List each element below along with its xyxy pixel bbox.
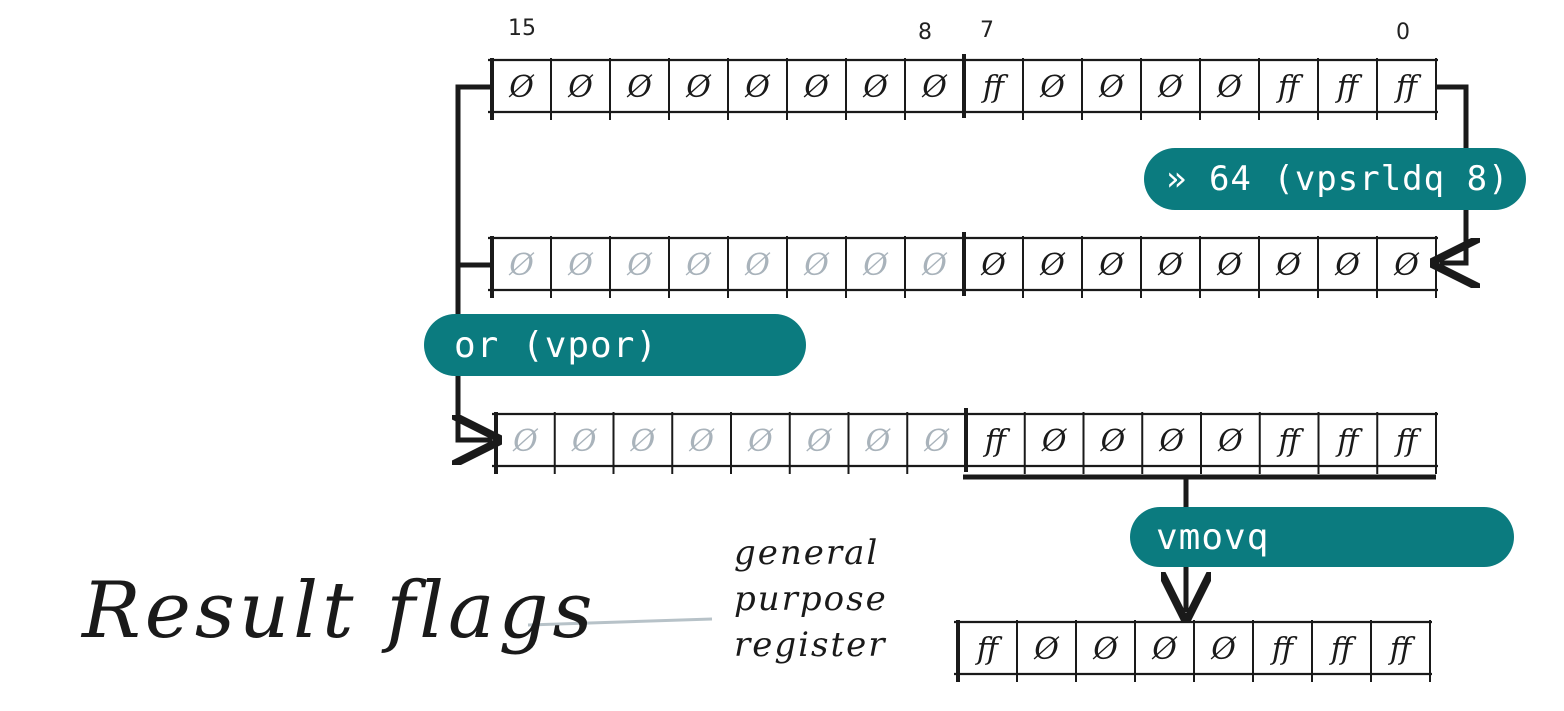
register-cell-value: ff xyxy=(1394,70,1422,105)
register-cell-value: Ø xyxy=(685,248,712,283)
or-op-text: or (vpor) xyxy=(454,324,659,366)
register-cell-value: ff xyxy=(1329,632,1357,667)
register-cell-value: Ø xyxy=(626,70,653,105)
register-cell-value: ff xyxy=(981,70,1009,105)
register-cell-value: Ø xyxy=(744,248,771,283)
register-cell-value: Ø xyxy=(747,424,774,459)
bit-index-8: 8 xyxy=(918,20,932,45)
register-cell-value: Ø xyxy=(865,424,892,459)
register-cell-value: ff xyxy=(1270,632,1298,667)
move-op-text: vmovq xyxy=(1156,516,1270,558)
register-cell-value: Ø xyxy=(1039,70,1066,105)
register-cell-value: ff xyxy=(1276,424,1304,459)
register-cell-value: Ø xyxy=(980,248,1007,283)
register-cell-value: Ø xyxy=(1275,248,1302,283)
register-cell-value: Ø xyxy=(1217,424,1244,459)
gpr-note: general purpose register xyxy=(734,530,888,668)
register-cell-value: Ø xyxy=(1157,248,1184,283)
register-cell-value: Ø xyxy=(626,248,653,283)
register-cell-value: Ø xyxy=(1216,248,1243,283)
or-op-label: or (vpor) xyxy=(424,314,806,376)
register-cell-value: Ø xyxy=(688,424,715,459)
bit-index-7: 7 xyxy=(980,18,994,43)
result-flags-label: Result flags xyxy=(82,566,597,656)
register-cell-value: Ø xyxy=(685,70,712,105)
register-cell-value: Ø xyxy=(744,70,771,105)
register-cell-value: Ø xyxy=(1100,424,1127,459)
register-cell-value: ff xyxy=(1394,424,1422,459)
move-op-label: vmovq xyxy=(1130,507,1514,567)
register-cell-value: Ø xyxy=(1216,70,1243,105)
register-cell-value: ff xyxy=(975,632,1003,667)
register-cell-value: Ø xyxy=(1210,632,1237,667)
register-cell-value: ff xyxy=(983,424,1011,459)
register-cell-value: ff xyxy=(1335,424,1363,459)
register-cell-value: Ø xyxy=(921,248,948,283)
register-cell-value: Ø xyxy=(803,70,830,105)
register-cell-value: Ø xyxy=(1334,248,1361,283)
register-cell-value: Ø xyxy=(1039,248,1066,283)
register-cell-value: Ø xyxy=(1098,248,1125,283)
register-cell-value: Ø xyxy=(508,248,535,283)
register-cell-value: Ø xyxy=(1092,632,1119,667)
register-cell-value: Ø xyxy=(862,70,889,105)
register-cell-value: Ø xyxy=(567,248,594,283)
gpr-note-line2: purpose xyxy=(734,579,888,619)
register-cell-value: Ø xyxy=(923,424,950,459)
register-cell-value: Ø xyxy=(862,248,889,283)
register-cell-value: Ø xyxy=(512,424,539,459)
shift-op-text: » 64 (vpsrldq 8) xyxy=(1166,159,1510,199)
register-cell-value: Ø xyxy=(1033,632,1060,667)
register-cell-value: Ø xyxy=(630,424,657,459)
register-cell-value: Ø xyxy=(1393,248,1420,283)
bit-index-15: 15 xyxy=(508,16,536,41)
register-cell-value: Ø xyxy=(1041,424,1068,459)
register-cell-value: Ø xyxy=(803,248,830,283)
result-connector-line xyxy=(527,617,713,627)
shift-op-label: » 64 (vpsrldq 8) xyxy=(1144,148,1526,210)
register-cell-value: ff xyxy=(1276,70,1304,105)
register-cell-value: Ø xyxy=(806,424,833,459)
register-cell-value: Ø xyxy=(1151,632,1178,667)
register-cell-value: Ø xyxy=(1158,424,1185,459)
gpr-note-line3: register xyxy=(734,625,887,665)
bit-index-0: 0 xyxy=(1396,20,1410,45)
register-cell-value: Ø xyxy=(921,70,948,105)
gpr-note-line1: general xyxy=(734,533,880,573)
register-cell-value: ff xyxy=(1388,632,1416,667)
register-cell-value: Ø xyxy=(567,70,594,105)
register-cell-value: Ø xyxy=(1157,70,1184,105)
register-cell-value: Ø xyxy=(1098,70,1125,105)
register-cell-value: Ø xyxy=(571,424,598,459)
register-cell-value: Ø xyxy=(508,70,535,105)
register-cell-value: ff xyxy=(1335,70,1363,105)
